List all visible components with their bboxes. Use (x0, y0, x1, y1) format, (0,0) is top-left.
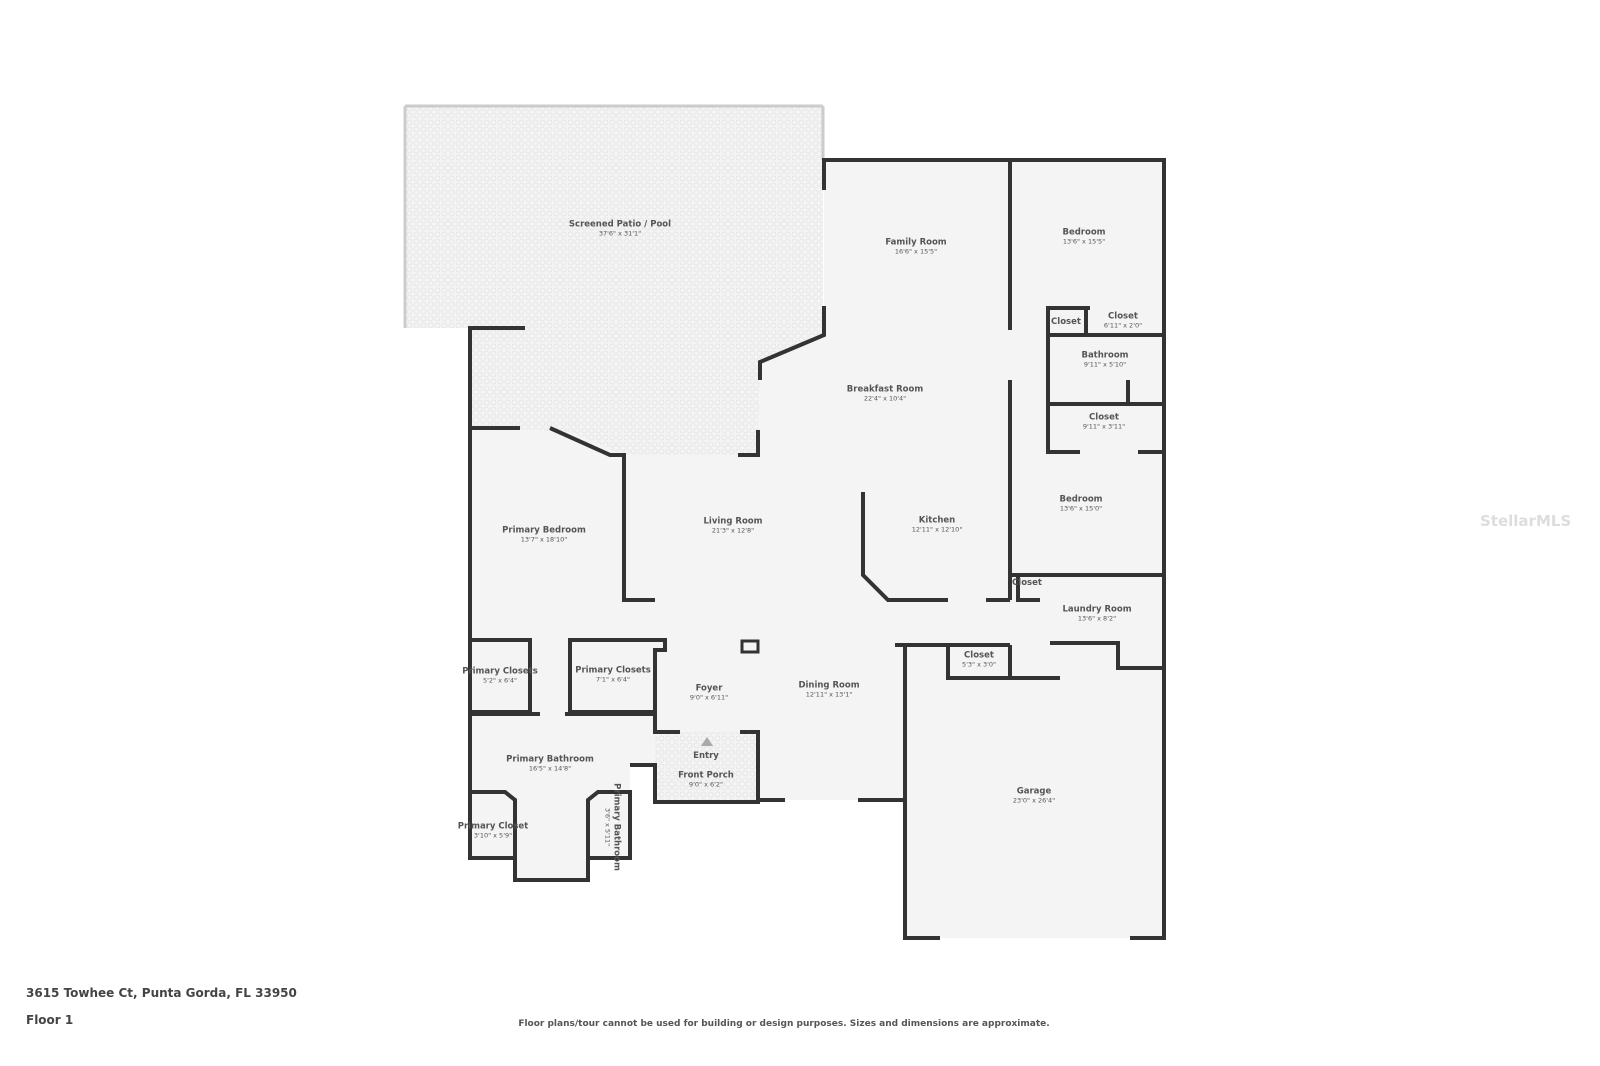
room-dimensions: 5'3" x 3'0" (961, 660, 997, 669)
walls (468, 158, 1166, 940)
room-name: Living Room (703, 516, 763, 527)
room-dimensions: 13'6" x 15'5" (1062, 237, 1106, 246)
entry-arrow-icon (701, 737, 713, 746)
room-label: Entry (693, 751, 719, 762)
room-name: Kitchen (918, 515, 956, 526)
room-name: Primary Closets (462, 666, 538, 677)
room-label: Closet (1051, 317, 1081, 328)
room-label: Closet (1012, 578, 1042, 589)
room-name: Breakfast Room (846, 384, 924, 395)
room-name: Closet (1089, 412, 1119, 423)
room-name: Primary Closet (457, 821, 529, 832)
watermark-logo: StellarMLS (1480, 512, 1572, 530)
room-name: Primary Bathroom (611, 783, 622, 871)
room-dimensions: 9'11" x 5'10" (1083, 360, 1127, 369)
room-dimensions: 3'10" x 5'9" (473, 831, 513, 840)
room-name: Primary Bathroom (506, 754, 594, 765)
room-name: Garage (1016, 786, 1052, 797)
room-name: Primary Closets (575, 665, 651, 676)
property-address: 3615 Towhee Ct, Punta Gorda, FL 33950 (26, 986, 297, 1000)
room-dimensions: 13'6" x 15'0" (1059, 504, 1103, 513)
room-dimensions: 3'6" x 5'11" (603, 807, 612, 847)
room-name: Closet (964, 650, 994, 661)
room-dimensions: 12'11" x 13'1" (805, 690, 853, 699)
room-dimensions: 23'0" x 26'4" (1012, 796, 1056, 805)
room-name: Closet (1108, 311, 1138, 322)
room-dimensions: 9'11" x 3'11" (1082, 422, 1126, 431)
room-dimensions: 7'1" x 6'4" (595, 675, 631, 684)
room-name: Laundry Room (1062, 604, 1132, 615)
room-name: Closet (1012, 578, 1042, 589)
room-name: Primary Bedroom (502, 525, 586, 536)
disclaimer: Floor plans/tour cannot be used for buil… (518, 1019, 1050, 1029)
interior-floor (470, 160, 1164, 938)
room-dimensions: 13'6" x 8'2" (1077, 614, 1117, 623)
room-name: Bedroom (1062, 227, 1106, 238)
room-dimensions: 16'5" x 14'8" (528, 764, 572, 773)
room-dimensions: 12'11" x 12'10" (911, 525, 963, 534)
floor-label: Floor 1 (26, 1013, 74, 1027)
room-name: Dining Room (798, 680, 860, 691)
room-name: Bedroom (1059, 494, 1103, 505)
room-name: Front Porch (678, 770, 734, 781)
room-name: Entry (693, 751, 719, 762)
room-name: Bathroom (1081, 350, 1129, 361)
room-dimensions: 16'6" x 15'5" (894, 247, 938, 256)
room-dimensions: 9'0" x 6'2" (688, 780, 724, 789)
room-dimensions: 6'11" x 2'0" (1103, 321, 1143, 330)
room-dimensions: 9'0" x 6'11" (689, 693, 729, 702)
patio-floor (405, 106, 823, 455)
room-dimensions: 13'7" x 18'10" (520, 535, 568, 544)
room-dimensions: 37'6" x 31'1" (598, 229, 642, 238)
room-name: Family Room (885, 237, 947, 248)
room-name: Foyer (695, 683, 723, 694)
room-dimensions: 21'3" x 12'8" (711, 526, 755, 535)
room-name: Closet (1051, 317, 1081, 328)
room-dimensions: 5'2" x 6'4" (482, 676, 518, 685)
room-dimensions: 22'4" x 10'4" (863, 394, 907, 403)
room-name: Screened Patio / Pool (568, 219, 672, 230)
